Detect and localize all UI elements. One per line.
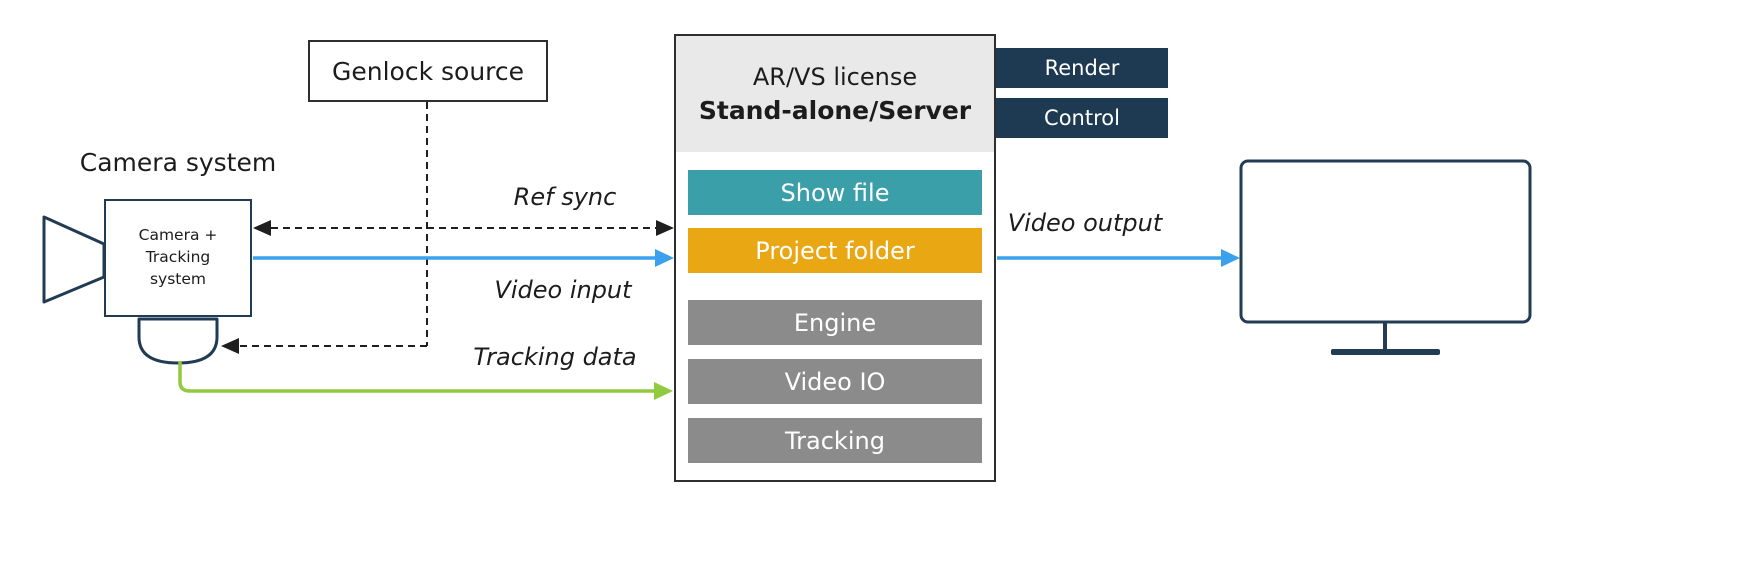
monitor-stand-base (1331, 349, 1440, 355)
video-output-arrowhead (1221, 249, 1240, 267)
edge-label-tracking-data: Tracking data (473, 343, 637, 371)
edge-label-ref-sync: Ref sync (513, 183, 617, 211)
edge-label-video-input: Video input (494, 276, 632, 304)
tracking-sensor-icon (137, 317, 219, 365)
monitor-icon (1239, 159, 1532, 355)
genlock-source-label: Genlock source (331, 56, 525, 86)
camera-body: Camera + Tracking system (104, 199, 252, 317)
block-show-file: Show file (688, 170, 982, 215)
block-tracking: Tracking (688, 418, 982, 463)
block-engine: Engine (688, 300, 982, 345)
tab-render: Render (996, 48, 1168, 88)
server-header: AR/VS license Stand-alone/Server (676, 36, 994, 152)
ref-sync-arrowhead-left (253, 220, 271, 236)
monitor-screen (1239, 159, 1532, 324)
server-box: AR/VS license Stand-alone/Server Show fi… (674, 34, 996, 482)
tracking-data-arrowhead (654, 382, 673, 400)
block-project-folder: Project folder (688, 228, 982, 273)
genlock-source-box: Genlock source (308, 40, 548, 102)
tracking-sync-arrowhead (221, 338, 239, 354)
ref-sync-arrowhead-right (656, 220, 674, 236)
server-subtitle: Stand-alone/Server (698, 96, 972, 125)
camera-body-label: Camera + Tracking system (138, 226, 218, 288)
tracking-data-arrow (178, 361, 655, 393)
video-input-arrowhead (655, 249, 674, 267)
camera-lens-icon (42, 215, 106, 304)
camera-system-title: Camera system (79, 148, 277, 177)
edge-label-video-output: Video output (1007, 209, 1163, 237)
block-video-io: Video IO (688, 359, 982, 404)
server-title: AR/VS license (752, 63, 918, 91)
tab-control: Control (996, 98, 1168, 138)
